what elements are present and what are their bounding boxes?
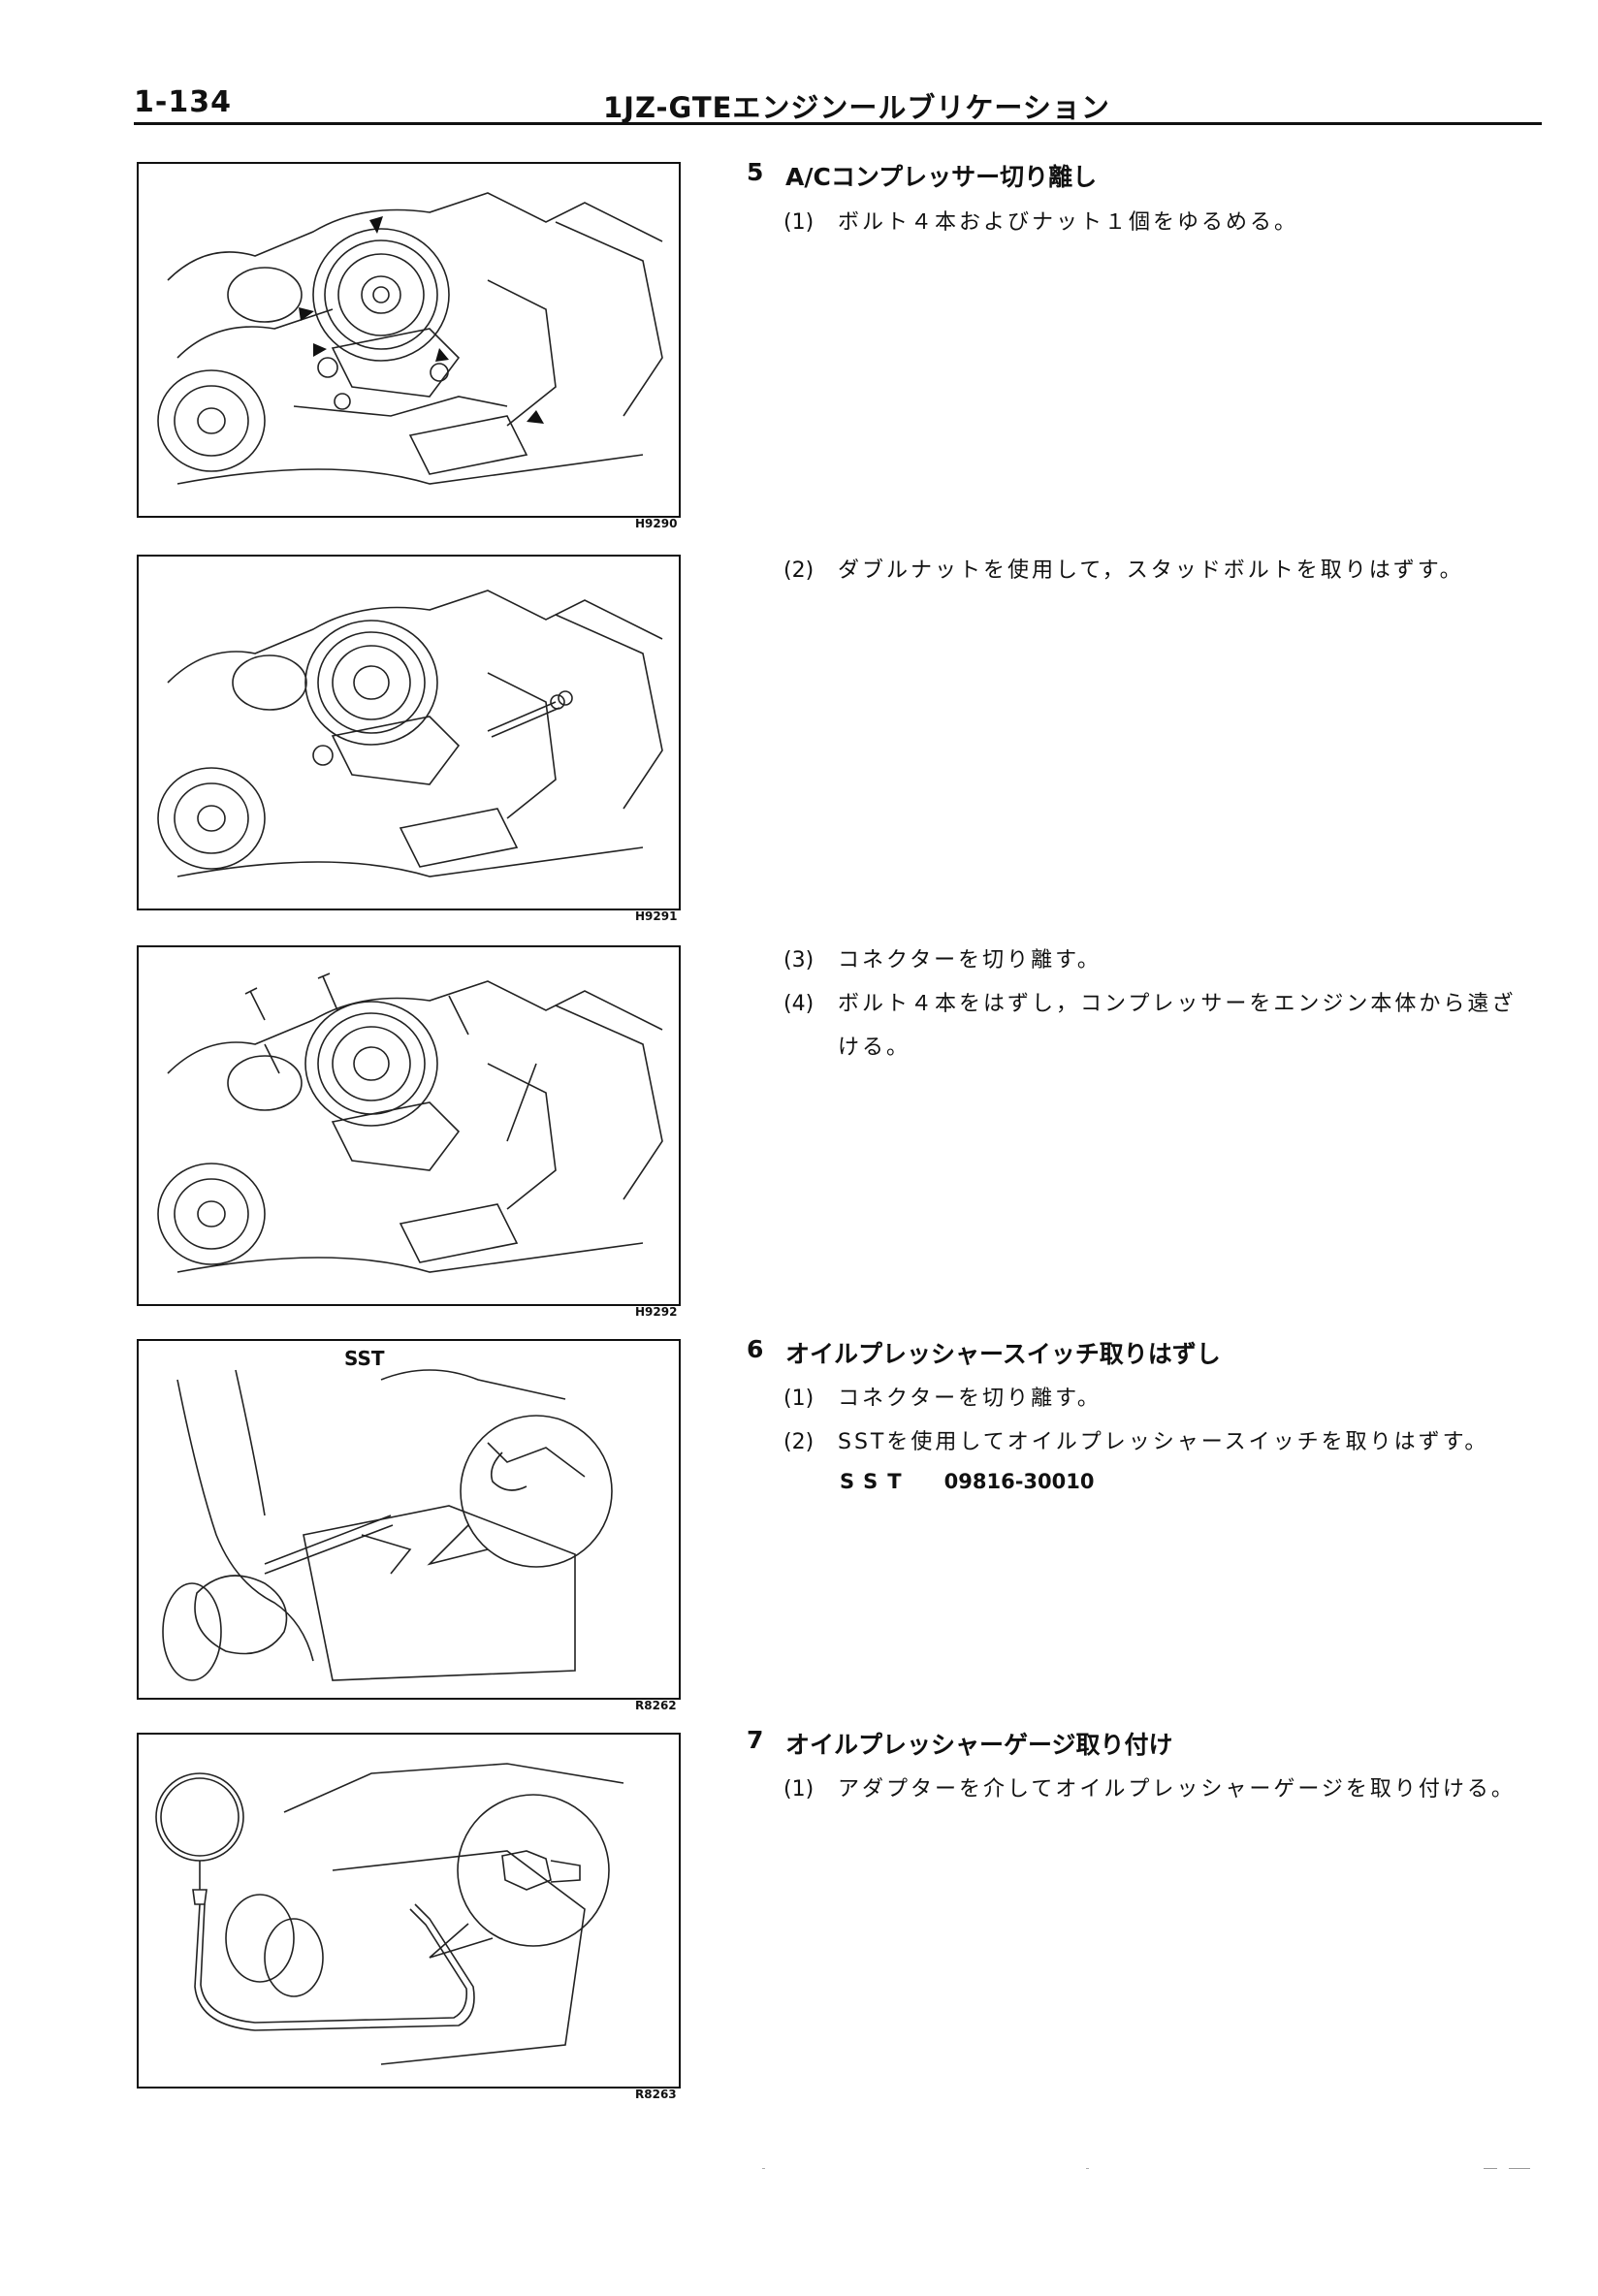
- figure-stud-bolt: [137, 555, 681, 910]
- compressor-removal-illustration: [157, 973, 663, 1273]
- step-item: (1) コネクターを切り離す。: [783, 1381, 1102, 1412]
- step-item: (1) ボルト４本およびナット１個をゆるめる。: [783, 205, 1298, 236]
- figure-code: H9292: [635, 1305, 678, 1319]
- step-number: (3): [783, 948, 815, 973]
- sst-callout: SST: [344, 1347, 385, 1370]
- step-text: ボルト４本をはずし，コンプレッサーをエンジン本体から遠ざ: [838, 992, 1517, 1016]
- figure-code: R8262: [635, 1699, 677, 1712]
- scan-mark: [762, 2168, 765, 2169]
- step-item: (1) アダプターを介してオイルプレッシャーゲージを取り付ける。: [783, 1771, 1516, 1802]
- step-item: (3) コネクターを切り離す。: [783, 942, 1102, 973]
- oil-pressure-switch-illustration: [162, 1369, 613, 1681]
- step-number: (2): [783, 1430, 815, 1454]
- figure-compressor-removal: [137, 945, 681, 1306]
- section-number: 5: [747, 158, 764, 186]
- step-item: (2) SSTを使用してオイルプレッシャースイッチを取りはずす。: [783, 1424, 1488, 1455]
- step-number: (4): [783, 992, 815, 1016]
- header-rule: [134, 122, 1542, 125]
- scan-mark: [1086, 2168, 1089, 2169]
- section-title: オイルプレッシャーゲージ取り付け: [785, 1731, 1173, 1759]
- step-text: コネクターを切り離す。: [838, 1387, 1102, 1411]
- step-text: ダブルナットを使用して，スタッドボルトを取りはずす。: [838, 558, 1464, 583]
- figure-oil-pressure-switch: SST: [137, 1339, 681, 1700]
- scan-mark: [1484, 2168, 1497, 2169]
- compressor-bolts-illustration: [157, 192, 663, 485]
- step-continuation: ける。: [838, 1036, 911, 1060]
- step-item: (4) ボルト４本をはずし，コンプレッサーをエンジン本体から遠ざ: [783, 986, 1516, 1017]
- figure-oil-pressure-gauge: [137, 1733, 681, 2089]
- step-text: コネクターを切り離す。: [838, 948, 1102, 973]
- sst-number-line: SST 09816-30010: [840, 1470, 1094, 1493]
- step-item: (2) ダブルナットを使用して，スタッドボルトを取りはずす。: [783, 553, 1464, 584]
- step-number: (2): [783, 558, 815, 583]
- step-text: アダプターを介してオイルプレッシャーゲージを取り付ける。: [838, 1777, 1516, 1802]
- figure-compressor-bolts: [137, 162, 681, 518]
- page-title: 1JZ-GTEエンジンールブリケーション: [603, 91, 1110, 124]
- sst-value: 09816-30010: [943, 1470, 1095, 1493]
- sst-label: SST: [840, 1470, 911, 1493]
- figure-code: H9291: [635, 909, 678, 923]
- page-number: 1-134: [134, 85, 232, 119]
- section-title: A/Cコンプレッサー切り離し: [785, 163, 1098, 191]
- step-text: SSTを使用してオイルプレッシャースイッチを取りはずす。: [838, 1430, 1489, 1454]
- step-number: (1): [783, 1387, 815, 1411]
- scan-mark: [1509, 2168, 1530, 2169]
- figure-code: H9290: [635, 517, 678, 530]
- section-number: 6: [747, 1335, 764, 1363]
- step-number: (1): [783, 1777, 815, 1802]
- oil-pressure-gauge-illustration: [155, 1763, 624, 2065]
- figure-code: R8263: [635, 2088, 677, 2101]
- step-text: ボルト４本およびナット１個をゆるめる。: [838, 210, 1299, 235]
- stud-bolt-illustration: [157, 590, 663, 877]
- section-number: 7: [747, 1726, 764, 1754]
- step-number: (1): [783, 210, 815, 235]
- section-title: オイルプレッシャースイッチ取りはずし: [785, 1340, 1221, 1368]
